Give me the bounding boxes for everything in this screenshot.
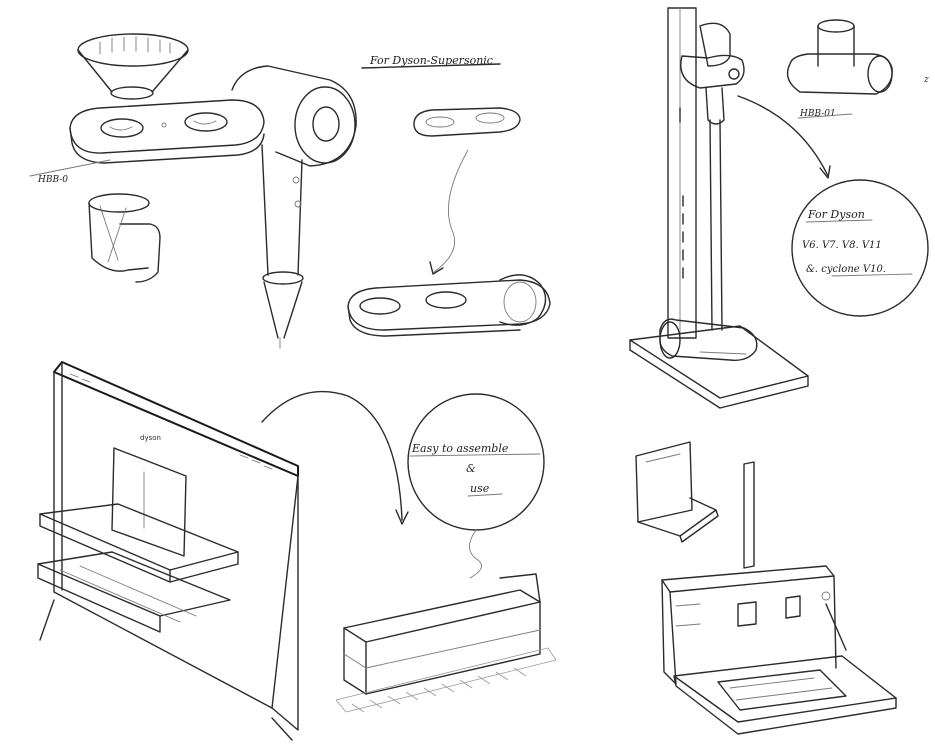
tv-flow-squiggle bbox=[469, 529, 483, 579]
hbb-right-label: HBB-01 bbox=[799, 109, 836, 119]
wall-unit-sketch bbox=[661, 461, 897, 735]
vacuum-callout-arrow-head bbox=[819, 165, 831, 179]
dryer-diffuser-sketch bbox=[77, 33, 189, 100]
hbb-left-label: HBB-0 bbox=[37, 175, 68, 185]
large-tray-sketch bbox=[347, 274, 551, 337]
hbb-right-underline bbox=[797, 113, 853, 119]
tv-callout-arrow-head bbox=[395, 509, 409, 525]
dryer-cup-sketch bbox=[88, 193, 161, 283]
dryer-body-sketch bbox=[231, 65, 357, 349]
flow-squiggle bbox=[433, 149, 469, 273]
flow-arrow-head bbox=[429, 261, 444, 275]
bubble1-line1: For Dyson bbox=[807, 208, 865, 221]
bubble1-underline bbox=[805, 219, 873, 223]
small-tray-sketch bbox=[413, 107, 521, 137]
dryer-tray-sketch bbox=[29, 99, 265, 177]
margin-mark: z bbox=[923, 75, 929, 85]
bubble1-line2: V6. V7. V8. V11 bbox=[802, 240, 882, 251]
tv-panel-sketch bbox=[39, 361, 299, 741]
dryer-title-note: For Dyson-Supersonic bbox=[369, 54, 493, 67]
bubble2-line1: Easy to assemble bbox=[411, 442, 509, 455]
bubble1-line3: &. cyclone V10. bbox=[806, 264, 886, 275]
dryer-title-underline bbox=[361, 63, 501, 69]
bubble2-line2: & bbox=[466, 462, 476, 475]
tv-callout-bubble: Easy to assemble & use bbox=[407, 393, 545, 531]
bubble2-underline bbox=[409, 453, 541, 457]
bubble2-line3: use bbox=[470, 482, 490, 495]
tv-shelf-lower bbox=[37, 551, 231, 633]
bracket-sketch bbox=[635, 441, 719, 543]
bubble1-underline-2 bbox=[831, 273, 913, 277]
bubble2-underline-2 bbox=[467, 493, 503, 497]
vacuum-adapter-sketch bbox=[786, 19, 893, 95]
tv-shelf-upper bbox=[39, 503, 239, 583]
vacuum-stand-sketch bbox=[629, 7, 809, 409]
tv-callout-arrow bbox=[261, 390, 403, 521]
shelf-detail-sketch bbox=[335, 573, 557, 713]
vacuum-callout-bubble: For Dyson V6. V7. V8. V11 &. cyclone V10… bbox=[791, 179, 929, 317]
vacuum-callout-arrow bbox=[737, 95, 829, 177]
tv-brand-mark: dyson bbox=[140, 434, 161, 442]
